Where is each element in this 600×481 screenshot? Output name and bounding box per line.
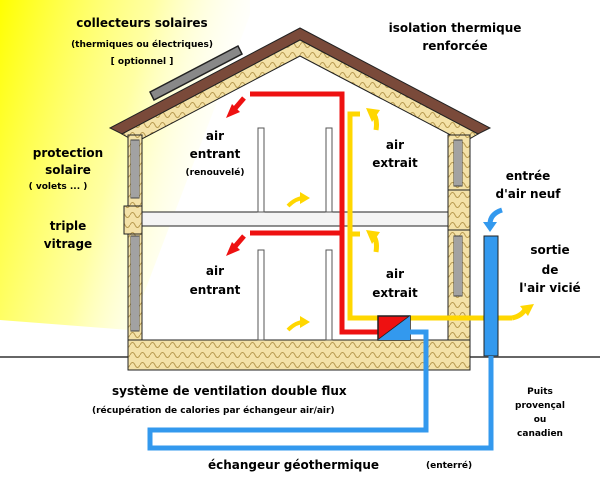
air-in-upper-3: (renouvelé)	[185, 168, 245, 178]
puits-label-2: provençal	[515, 401, 565, 411]
flow-arrow-upper-room	[286, 192, 310, 208]
window-right-lower	[453, 235, 463, 297]
protection-label-2: solaire	[45, 163, 91, 177]
stale-air-arrow	[511, 304, 534, 321]
floor-insulation-left	[123, 205, 143, 235]
extract-arrow-upper	[366, 108, 380, 131]
system-title: système de ventilation double flux	[112, 384, 347, 398]
supply-arrow-lower	[226, 234, 246, 256]
air-out-lower-2: extrait	[372, 286, 418, 300]
air-out-upper-1: air	[385, 138, 405, 152]
puits-label-1: Puits	[527, 387, 553, 397]
air-in-lower-1: air	[205, 264, 225, 278]
stale-air-label-3: l'air vicié	[519, 281, 581, 295]
fresh-air-intake-column	[483, 235, 499, 357]
system-subtitle: (récupération de calories par échangeur …	[92, 406, 335, 416]
puits-label-4: canadien	[517, 429, 563, 439]
geothermal-buried-pipe	[147, 329, 494, 451]
window-right-upper	[453, 139, 463, 187]
intermediate-floor	[139, 211, 451, 227]
geothermal-title: échangeur géothermique	[208, 458, 379, 472]
supply-duct	[250, 91, 384, 335]
geothermal-subtitle: (enterré)	[426, 461, 473, 471]
window-left-upper	[130, 139, 140, 199]
air-in-upper-1: air	[205, 129, 225, 143]
collector-title: collecteurs solaires	[76, 16, 208, 30]
fresh-air-arrow	[483, 207, 503, 232]
stale-air-label-1: sortie	[530, 243, 570, 257]
protection-label-1: protection	[32, 146, 104, 160]
insulation-label-2: renforcée	[422, 39, 488, 53]
ground-slab	[127, 339, 471, 371]
triple-glazing-label-1: triple	[49, 219, 87, 233]
heat-exchanger-unit	[377, 315, 411, 341]
fresh-air-label-1: entrée	[505, 169, 551, 183]
collector-subtitle: (thermiques ou électriques)	[71, 40, 213, 50]
fresh-air-label-2: d'air neuf	[495, 187, 561, 201]
stale-air-label-2: de	[541, 263, 559, 277]
supply-arrow-upper	[226, 96, 246, 118]
collector-optional: [ optionnel ]	[110, 57, 174, 67]
window-left-lower	[130, 235, 140, 332]
air-in-lower-2: entrant	[189, 283, 241, 297]
air-out-lower-1: air	[385, 267, 405, 281]
protection-label-3: ( volets ... )	[28, 182, 88, 192]
flow-arrow-lower-room	[286, 316, 310, 332]
insulation-label-1: isolation thermique	[388, 21, 522, 35]
air-in-upper-2: entrant	[189, 147, 241, 161]
extract-duct	[347, 111, 380, 321]
solar-collector	[148, 44, 244, 102]
triple-glazing-label-2: vitrage	[43, 237, 93, 251]
interior-partitions	[257, 127, 333, 341]
puits-label-3: ou	[533, 415, 547, 425]
air-out-upper-2: extrait	[372, 156, 418, 170]
floor-insulation-right	[447, 189, 471, 231]
extract-arrow-lower	[366, 230, 380, 253]
